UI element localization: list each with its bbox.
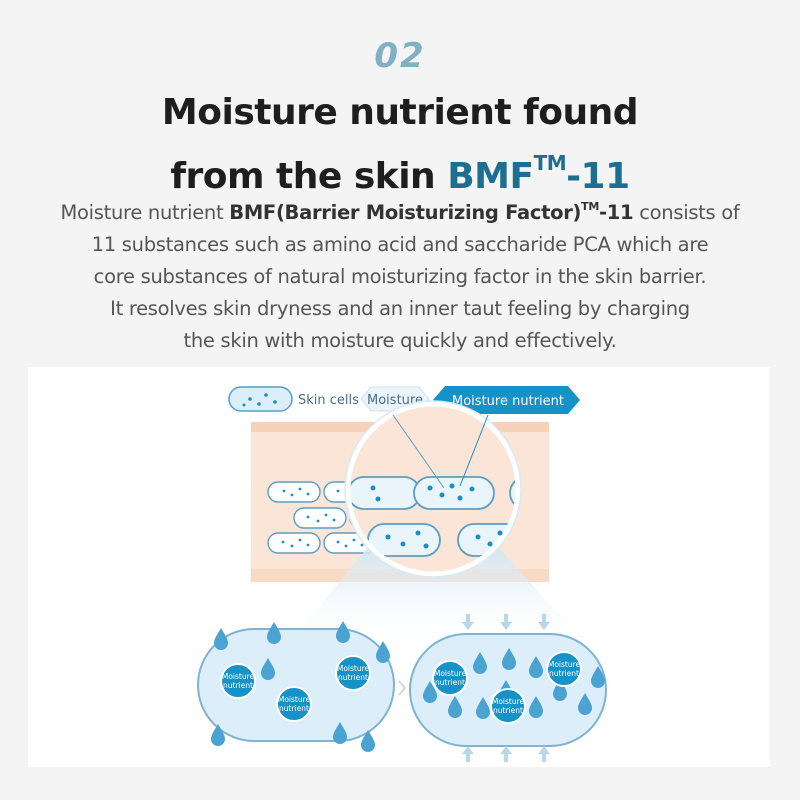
title-brand-suffix: -11 <box>566 156 630 197</box>
desc-line1-suffix: consists of <box>633 201 740 224</box>
desc-trademark: TM <box>581 200 599 213</box>
title-line-2-prefix: from the skin <box>170 156 448 197</box>
skin-illustration-svg: Skin cells Moisture Moisture nutrient <box>197 386 607 762</box>
description-line-4: It resolves skin dryness and an inner ta… <box>110 297 690 320</box>
title-line-2: from the skin BMFTM-11 <box>0 138 800 202</box>
legend-skin-cells: Skin cells <box>298 393 359 408</box>
page-title: Moisture nutrient found from the skin BM… <box>0 88 800 202</box>
description-line-1: Moisture nutrient BMF(Barrier Moisturizi… <box>30 191 770 229</box>
dry-cell: Moisture nutrient Moisture nutrient Mois… <box>197 621 395 752</box>
desc-line1-bold-text: BMF(Barrier Moisturizing Factor) <box>229 201 582 224</box>
desc-line1-bold: BMF(Barrier Moisturizing Factor)TM-11 <box>229 200 634 224</box>
description: Moisture nutrient BMF(Barrier Moisturizi… <box>30 191 770 357</box>
nutrient-label: Moisture <box>222 672 255 681</box>
description-line-3: core substances of natural moisturizing … <box>93 265 707 288</box>
nutrient-label: Moisture <box>434 669 467 678</box>
desc-line1-bold-suffix: -11 <box>598 201 634 224</box>
nutrient-label: nutrient <box>279 704 309 713</box>
legend: Skin cells Moisture Moisture nutrient <box>228 386 580 414</box>
description-line-5: the skin with moisture quickly and effec… <box>183 329 617 352</box>
title-trademark: TM <box>533 151 567 175</box>
nutrient-label: nutrient <box>493 706 523 715</box>
nutrient-label: Moisture <box>492 697 525 706</box>
nutrient-label: nutrient <box>338 673 368 682</box>
moisturized-cell: Moisture nutrient Moisture nutrient Mois… <box>409 614 607 762</box>
nutrient-label: Moisture <box>548 660 581 669</box>
nutrient-label: Moisture <box>337 664 370 673</box>
chevron-right-icon <box>398 680 406 696</box>
desc-line1-prefix: Moisture nutrient <box>60 201 230 224</box>
nutrient-label: Moisture <box>278 695 311 704</box>
magnifier-beam <box>286 547 588 647</box>
step-number: 02 <box>374 36 426 76</box>
skin-illustration: Skin cells Moisture Moisture nutrient <box>28 367 770 767</box>
title-brand-text: BMF <box>447 156 534 197</box>
nutrient-callout-line <box>459 414 489 487</box>
nutrient-label: nutrient <box>549 669 579 678</box>
nutrient-label: nutrient <box>223 681 253 690</box>
title-brand: BMFTM-11 <box>447 151 630 197</box>
moisture-callout-line <box>392 414 445 489</box>
title-line-1: Moisture nutrient found <box>161 92 639 133</box>
legend-skin-cell-swatch <box>228 386 293 412</box>
legend-moisture-nutrient: Moisture nutrient <box>452 394 564 409</box>
legend-moisture-nutrient-swatch <box>433 386 580 414</box>
nutrient-label: nutrient <box>435 678 465 687</box>
description-line-2: 11 substances such as amino acid and sac… <box>91 233 709 256</box>
